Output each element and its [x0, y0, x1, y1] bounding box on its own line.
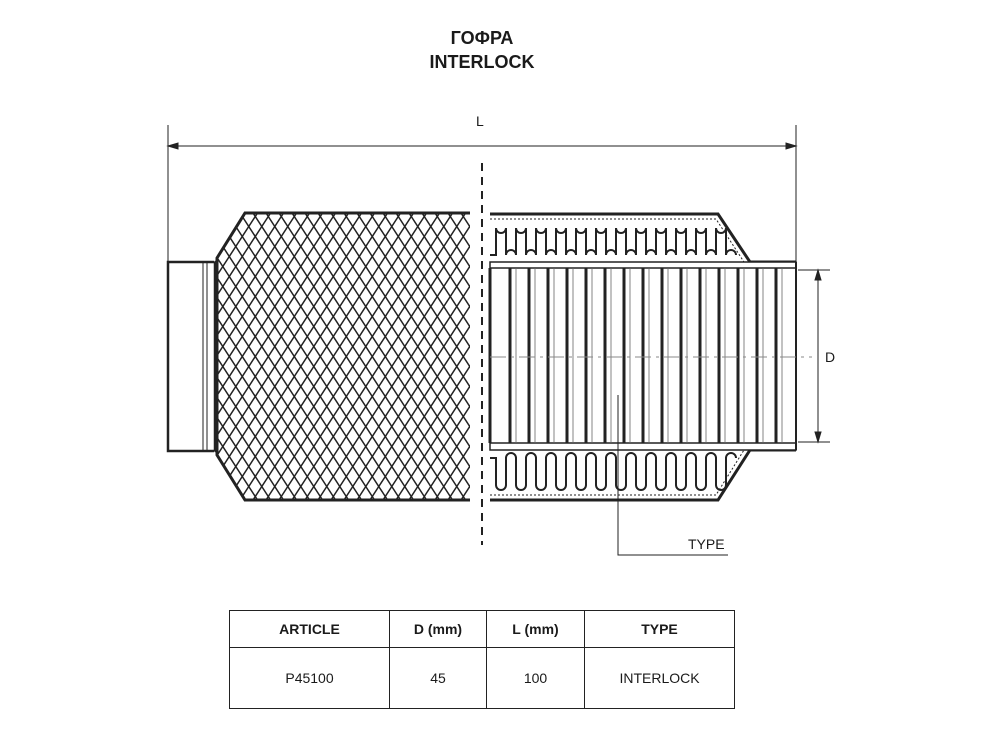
cell-d: 45 [389, 647, 487, 709]
table-header-row: ARTICLE D (mm) L (mm) TYPE [229, 610, 735, 648]
type-leader-line [617, 395, 728, 556]
cell-l: 100 [486, 647, 585, 709]
title-line-2: INTERLOCK [429, 52, 535, 72]
braid-outline [215, 211, 470, 502]
title-line-1: ГОФРА [450, 28, 514, 48]
table-row: P45100 45 100 INTERLOCK [229, 647, 735, 709]
braid-outer-layer [215, 213, 470, 500]
left-flange [166, 260, 217, 453]
arrow-left-icon [166, 142, 179, 150]
header-type: TYPE [584, 610, 735, 648]
cell-type: INTERLOCK [584, 647, 735, 709]
spec-table: ARTICLE D (mm) L (mm) TYPE P45100 45 100… [229, 610, 735, 709]
section-view [488, 212, 830, 556]
cell-article: P45100 [229, 647, 390, 709]
header-article: ARTICLE [229, 610, 390, 648]
header-l: L (mm) [486, 610, 585, 648]
arrow-right-icon [785, 142, 798, 150]
length-label: L [476, 113, 484, 129]
header-d: D (mm) [389, 610, 487, 648]
diameter-label: D [825, 349, 836, 365]
type-label: TYPE [688, 536, 725, 552]
